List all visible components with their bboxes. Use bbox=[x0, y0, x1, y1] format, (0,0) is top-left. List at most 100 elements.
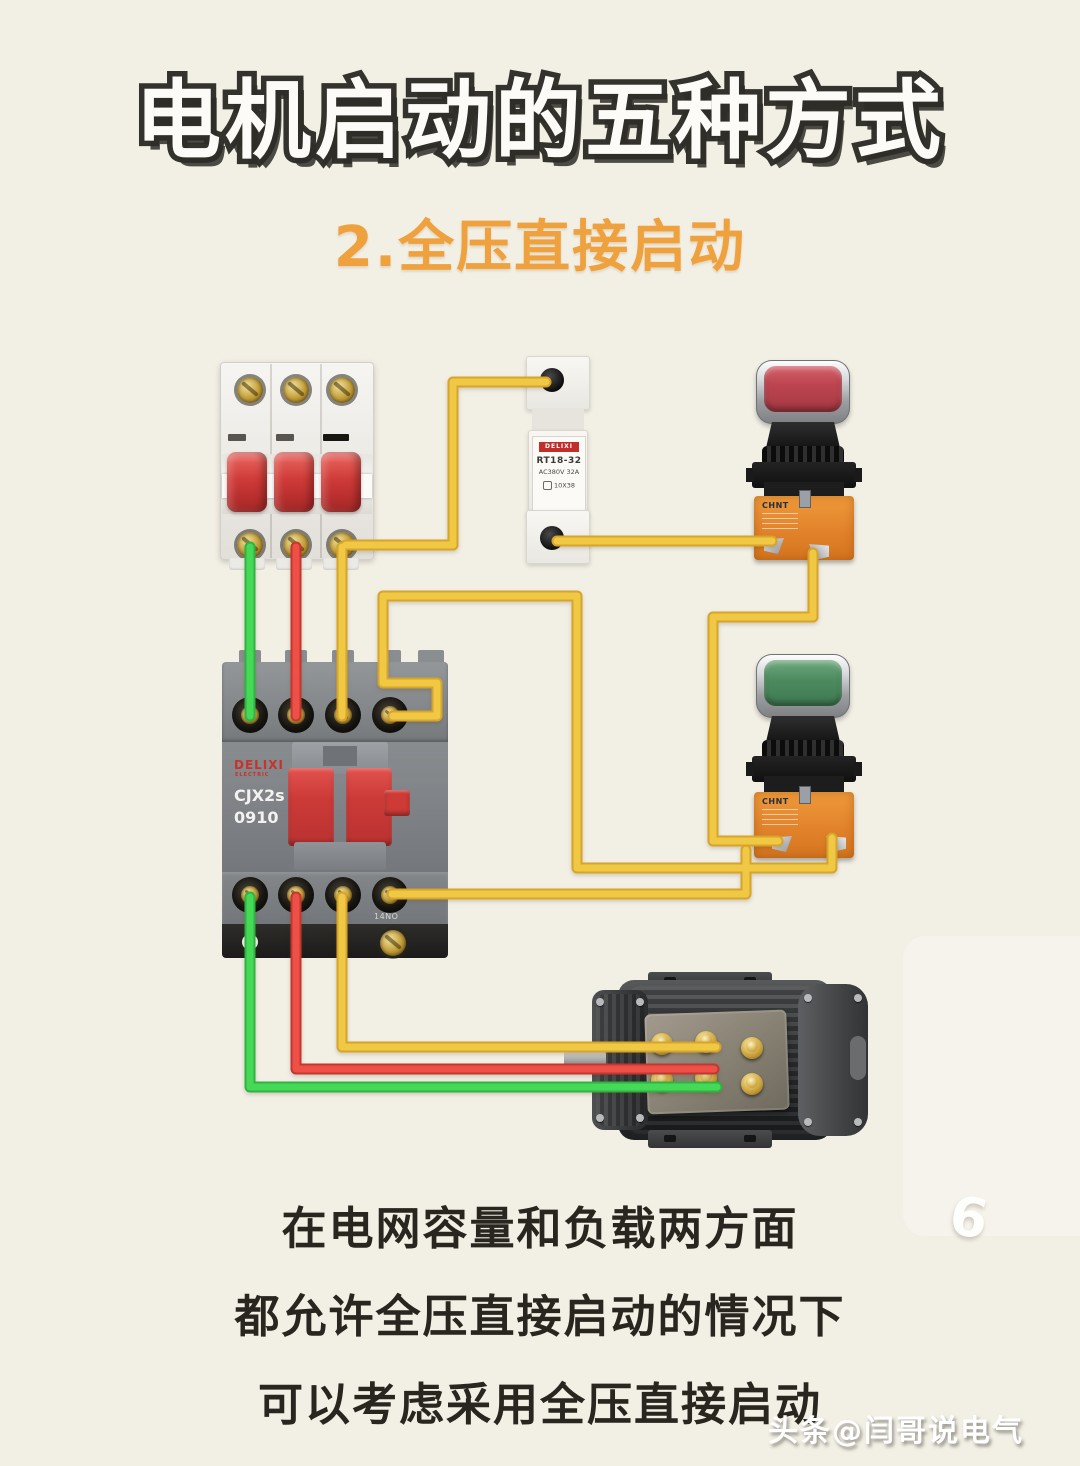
contact-block-markings bbox=[762, 513, 798, 529]
breaker-status-window bbox=[276, 434, 294, 441]
contactor-base-dot bbox=[242, 934, 258, 950]
contactor-terminal-top-2 bbox=[278, 697, 314, 733]
fuse-brand: DELIXI bbox=[539, 442, 579, 452]
motor-bottom-flange bbox=[648, 1130, 772, 1148]
stop-button-terminal-right bbox=[809, 544, 829, 560]
terminal-screw bbox=[334, 886, 352, 904]
contact-block-markings bbox=[762, 809, 798, 825]
fuse-rating: AC380V 32A bbox=[538, 468, 580, 476]
caption-line-1: 在电网容量和负载两方面 bbox=[281, 1202, 799, 1255]
endcap-bolt bbox=[804, 1118, 812, 1126]
start-button-terminal-left bbox=[772, 836, 792, 852]
contactor-base-screw bbox=[380, 930, 406, 956]
terminal-screw bbox=[241, 706, 259, 724]
motor-terminal-v1 bbox=[695, 1031, 717, 1053]
start-button-terminal-right bbox=[826, 836, 846, 852]
endcap-bolt bbox=[596, 1114, 604, 1122]
breaker-din-tab bbox=[229, 558, 265, 570]
stop-button-terminal-left bbox=[764, 538, 784, 554]
contactor: DELIXI ELECTRIC CJX2s 0910 14NO bbox=[222, 650, 448, 958]
endcap-bolt bbox=[854, 994, 862, 1002]
fuse-terminal-top bbox=[540, 368, 564, 392]
contact-block-tab bbox=[799, 490, 811, 508]
contactor-terminal-bottom-2 bbox=[278, 877, 314, 913]
terminal-screw bbox=[381, 886, 399, 904]
terminal-screw bbox=[381, 706, 399, 724]
button-contact-block: CHNT bbox=[754, 786, 854, 858]
fuse-holder: DELIXI RT18-32 AC380V 32A 10X38 bbox=[520, 356, 600, 564]
button-collar bbox=[766, 716, 840, 742]
fuse-label: DELIXI RT18-32 AC380V 32A 10X38 bbox=[532, 436, 586, 514]
wire-yellow-to-fuse bbox=[346, 382, 546, 545]
button-ribbed-ring bbox=[762, 446, 844, 466]
red-button-cap bbox=[764, 366, 842, 412]
watermark: 头条@闫哥说电气 bbox=[768, 1414, 1024, 1449]
contactor-mechanism-lower bbox=[294, 842, 386, 870]
breaker-terminal-top-2 bbox=[283, 377, 309, 403]
start-button-green: CHNT bbox=[746, 652, 862, 862]
fuse-model: RT18-32 bbox=[536, 456, 582, 466]
certification-icon bbox=[543, 481, 552, 490]
terminal-screw bbox=[241, 886, 259, 904]
contactor-terminal-top-3 bbox=[325, 697, 361, 733]
endcap-bolt bbox=[596, 998, 604, 1006]
circuit-breaker bbox=[220, 362, 374, 572]
contactor-model-number: 0910 bbox=[234, 808, 279, 827]
caption-line-2: 都允许全压直接启动的情况下 bbox=[234, 1290, 846, 1343]
contactor-moving-contact bbox=[288, 768, 334, 846]
button-ear bbox=[746, 468, 754, 482]
contactor-terminal-top-4 bbox=[372, 697, 408, 733]
breaker-status-window bbox=[228, 434, 246, 441]
contactor-indicator bbox=[384, 790, 410, 816]
breaker-handle-1 bbox=[227, 452, 267, 512]
contactor-brand-sub: ELECTRIC bbox=[235, 772, 270, 778]
fuse-terminal-bottom bbox=[540, 526, 564, 550]
motor-terminal-v2 bbox=[695, 1067, 717, 1089]
breaker-din-tab bbox=[323, 558, 359, 570]
caption-block: 在电网容量和负载两方面 都允许全压直接启动的情况下 可以考虑采用全压直接启动 bbox=[0, 1192, 1080, 1456]
page-title: 电机启动的五种方式 bbox=[130, 66, 947, 177]
light-panel bbox=[903, 936, 1080, 1236]
motor-shaft bbox=[564, 1050, 606, 1070]
motor-rear-hub bbox=[850, 1036, 866, 1080]
breaker-terminal-top-1 bbox=[237, 377, 263, 403]
caption-line-3: 可以考虑采用全压直接启动 bbox=[257, 1378, 822, 1431]
flange-hole bbox=[744, 1135, 756, 1142]
stop-button-red: CHNT bbox=[746, 358, 862, 566]
contactor-terminal-bottom-3 bbox=[325, 877, 361, 913]
contactor-brand: DELIXI bbox=[234, 758, 284, 772]
button-ear bbox=[746, 762, 754, 776]
contact-block-tab bbox=[799, 786, 811, 804]
endcap-bolt bbox=[636, 998, 644, 1006]
breaker-din-tab bbox=[276, 558, 312, 570]
contactor-terminal-top-1 bbox=[232, 697, 268, 733]
terminal-screw bbox=[287, 706, 305, 724]
breaker-terminal-bottom-3 bbox=[329, 532, 355, 558]
terminal-screw bbox=[287, 886, 305, 904]
motor-terminal-plate bbox=[644, 1009, 790, 1115]
button-ear bbox=[854, 762, 862, 776]
motor-terminal-w1 bbox=[741, 1037, 763, 1059]
green-button-cap bbox=[764, 660, 842, 706]
button-contact-block: CHNT bbox=[754, 490, 854, 560]
page-subtitle: 2.全压直接启动 bbox=[333, 215, 747, 280]
contactor-model: CJX2s bbox=[234, 786, 285, 805]
contactor-terminal-bottom-1 bbox=[232, 877, 268, 913]
terminal-screw bbox=[334, 706, 352, 724]
contactor-terminal-bottom-4 bbox=[372, 877, 408, 913]
breaker-status-window bbox=[323, 434, 349, 441]
fuse-size-code: 10X38 bbox=[533, 481, 585, 490]
endcap-bolt bbox=[804, 994, 812, 1002]
breaker-handle-3 bbox=[321, 452, 361, 512]
wire-yellow-to-fuse bbox=[346, 382, 546, 545]
flange-hole bbox=[664, 1135, 676, 1142]
endcap-bolt bbox=[636, 1114, 644, 1122]
breaker-handle-2 bbox=[274, 452, 314, 512]
breaker-terminal-bottom-2 bbox=[283, 532, 309, 558]
button-brand: CHNT bbox=[762, 797, 789, 806]
button-collar bbox=[766, 422, 840, 448]
motor-terminal-w2 bbox=[741, 1073, 763, 1095]
button-brand: CHNT bbox=[762, 501, 789, 510]
breaker-terminal-bottom-1 bbox=[237, 532, 263, 558]
